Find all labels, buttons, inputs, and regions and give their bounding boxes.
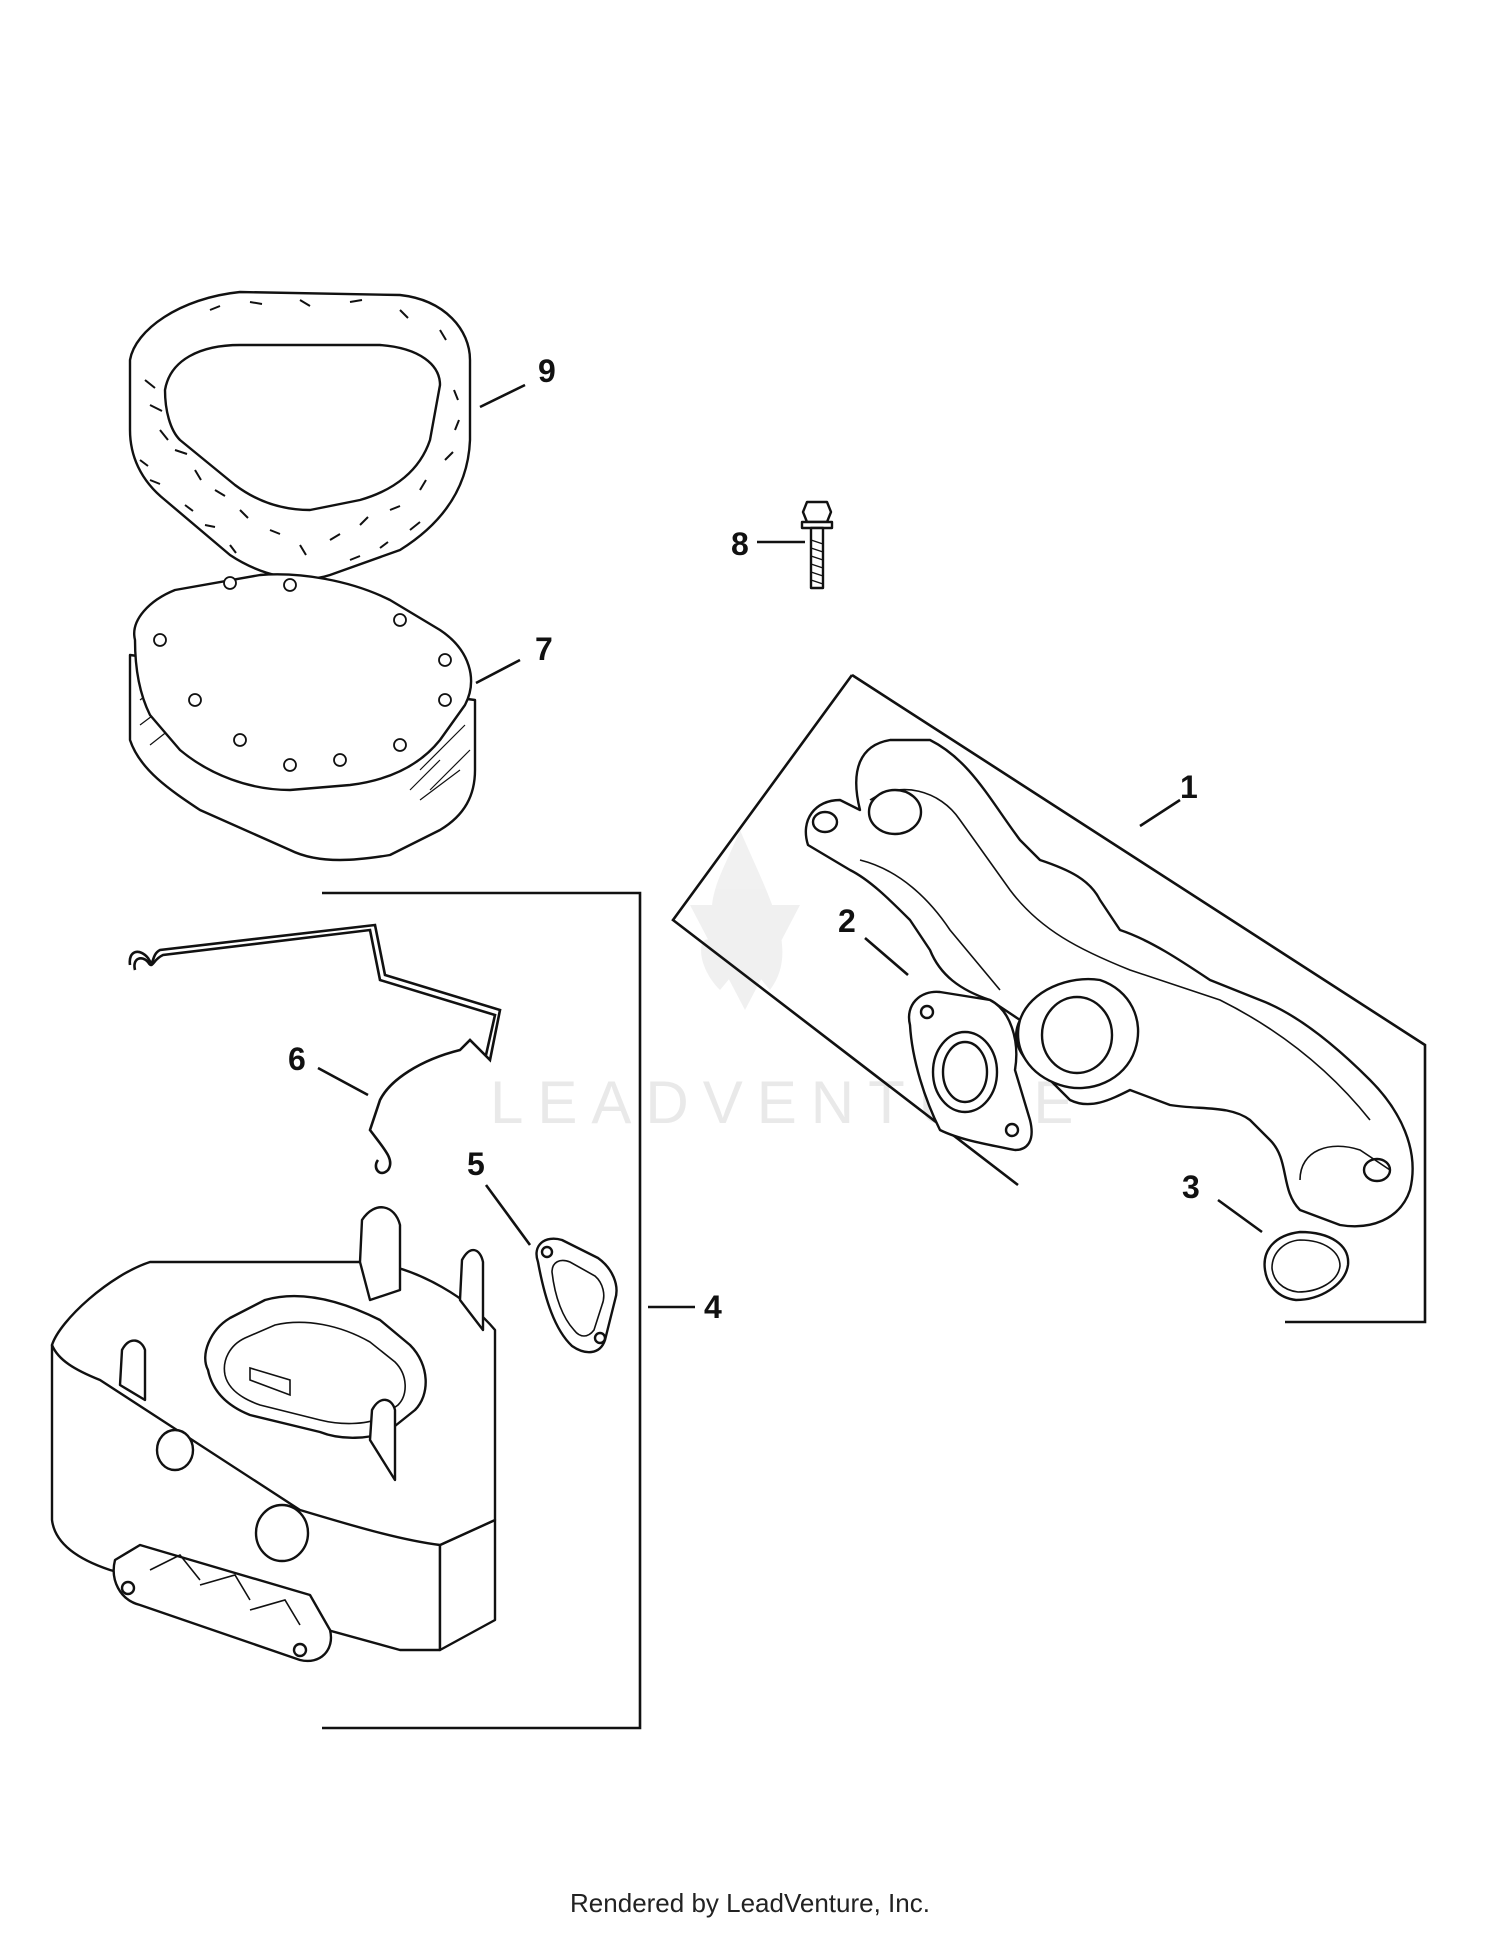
part-1-intake-manifold [804, 738, 1414, 1228]
callout-8: 8 [731, 526, 749, 562]
group-bracket-1-left [671, 674, 1019, 1187]
group-bracket-4 [322, 891, 642, 1730]
leader-line-3 [1217, 1198, 1263, 1234]
leader-line-7 [475, 658, 521, 685]
part-9-precleaner [128, 290, 472, 581]
leader-line-9 [479, 383, 526, 409]
part-8-bolt [800, 500, 834, 590]
callout-5: 5 [467, 1146, 485, 1182]
leader-line-2 [864, 937, 909, 976]
part-6-retaining-wire [128, 923, 502, 1175]
callout-6: 6 [288, 1041, 306, 1077]
callout-7: 7 [535, 631, 553, 667]
callout-1: 1 [1180, 769, 1198, 805]
part-3-o-ring [1263, 1230, 1350, 1302]
part-2-gasket [907, 990, 1033, 1152]
leader-line-5 [484, 1184, 532, 1246]
group-bracket-1-right [851, 673, 1427, 1324]
part-7-air-filter [128, 573, 477, 862]
footer-credit: Rendered by LeadVenture, Inc. [570, 1888, 930, 1918]
part-5-gasket [535, 1237, 618, 1354]
leader-line-6 [317, 1066, 369, 1097]
callout-3: 3 [1182, 1169, 1200, 1205]
part-4-air-cleaner-base [50, 1206, 497, 1663]
callout-9: 9 [538, 353, 556, 389]
callout-4: 4 [704, 1289, 722, 1325]
callout-2: 2 [838, 903, 856, 939]
leader-line-1 [1139, 798, 1181, 828]
watermark-logo [690, 830, 800, 1010]
